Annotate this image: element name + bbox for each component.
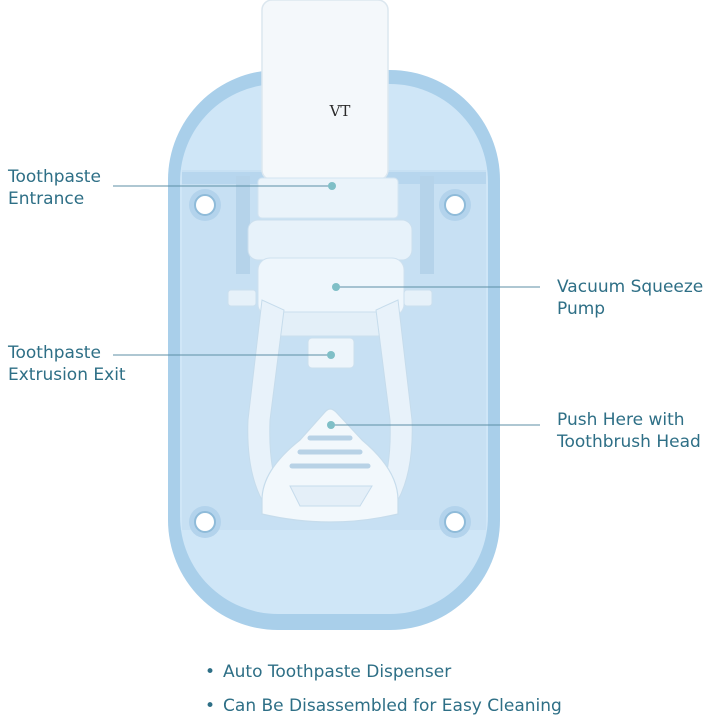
- callout-push-line-1: Push Here with: [557, 410, 685, 430]
- right-side-tab: [403, 289, 433, 307]
- marker-entrance: [328, 182, 336, 190]
- screw-hole-bottom-left: [189, 506, 221, 538]
- callout-exit-line-2: Extrusion Exit: [8, 365, 126, 385]
- screw-hole-bottom-right: [439, 506, 471, 538]
- left-guide-rail: [236, 176, 250, 274]
- callout-exit-line-1: Toothpaste: [8, 343, 101, 363]
- feature-text-2: Can Be Disassembled for Easy Cleaning: [223, 696, 562, 716]
- screw-hole-top-right: [439, 189, 471, 221]
- pump-top-ring: [247, 219, 413, 261]
- left-side-tab: [227, 289, 257, 307]
- bullet-dot-icon: •: [205, 696, 216, 716]
- marker-pump: [332, 283, 340, 291]
- callout-exit: Toothpaste Extrusion Exit: [8, 342, 126, 386]
- tube-neck: [257, 177, 399, 219]
- feature-bullet-1: • Auto Toothpaste Dispenser: [205, 662, 451, 682]
- toothpaste-tube: [261, 0, 389, 181]
- marker-push: [327, 421, 335, 429]
- marker-exit: [327, 351, 335, 359]
- callout-pump-line-1: Vacuum Squeeze: [557, 277, 704, 297]
- callout-push: Push Here with Toothbrush Head: [557, 409, 701, 453]
- callout-entrance-line-1: Toothpaste: [8, 167, 101, 187]
- callout-push-line-2: Toothbrush Head: [557, 432, 701, 452]
- pad-base: [289, 485, 373, 507]
- feature-text-1: Auto Toothpaste Dispenser: [223, 662, 452, 682]
- pump-lower-ring: [275, 311, 385, 337]
- callout-entrance: Toothpaste Entrance: [8, 166, 101, 210]
- callout-entrance-line-2: Entrance: [8, 189, 85, 209]
- bullet-dot-icon: •: [205, 662, 216, 682]
- right-guide-rail: [420, 176, 434, 274]
- feature-bullet-2: • Can Be Disassembled for Easy Cleaning: [205, 696, 562, 716]
- callout-pump: Vacuum Squeeze Pump: [557, 276, 703, 320]
- tube-brand-text: VT: [329, 102, 351, 120]
- screw-hole-top-left: [189, 189, 221, 221]
- callout-pump-line-2: Pump: [557, 299, 606, 319]
